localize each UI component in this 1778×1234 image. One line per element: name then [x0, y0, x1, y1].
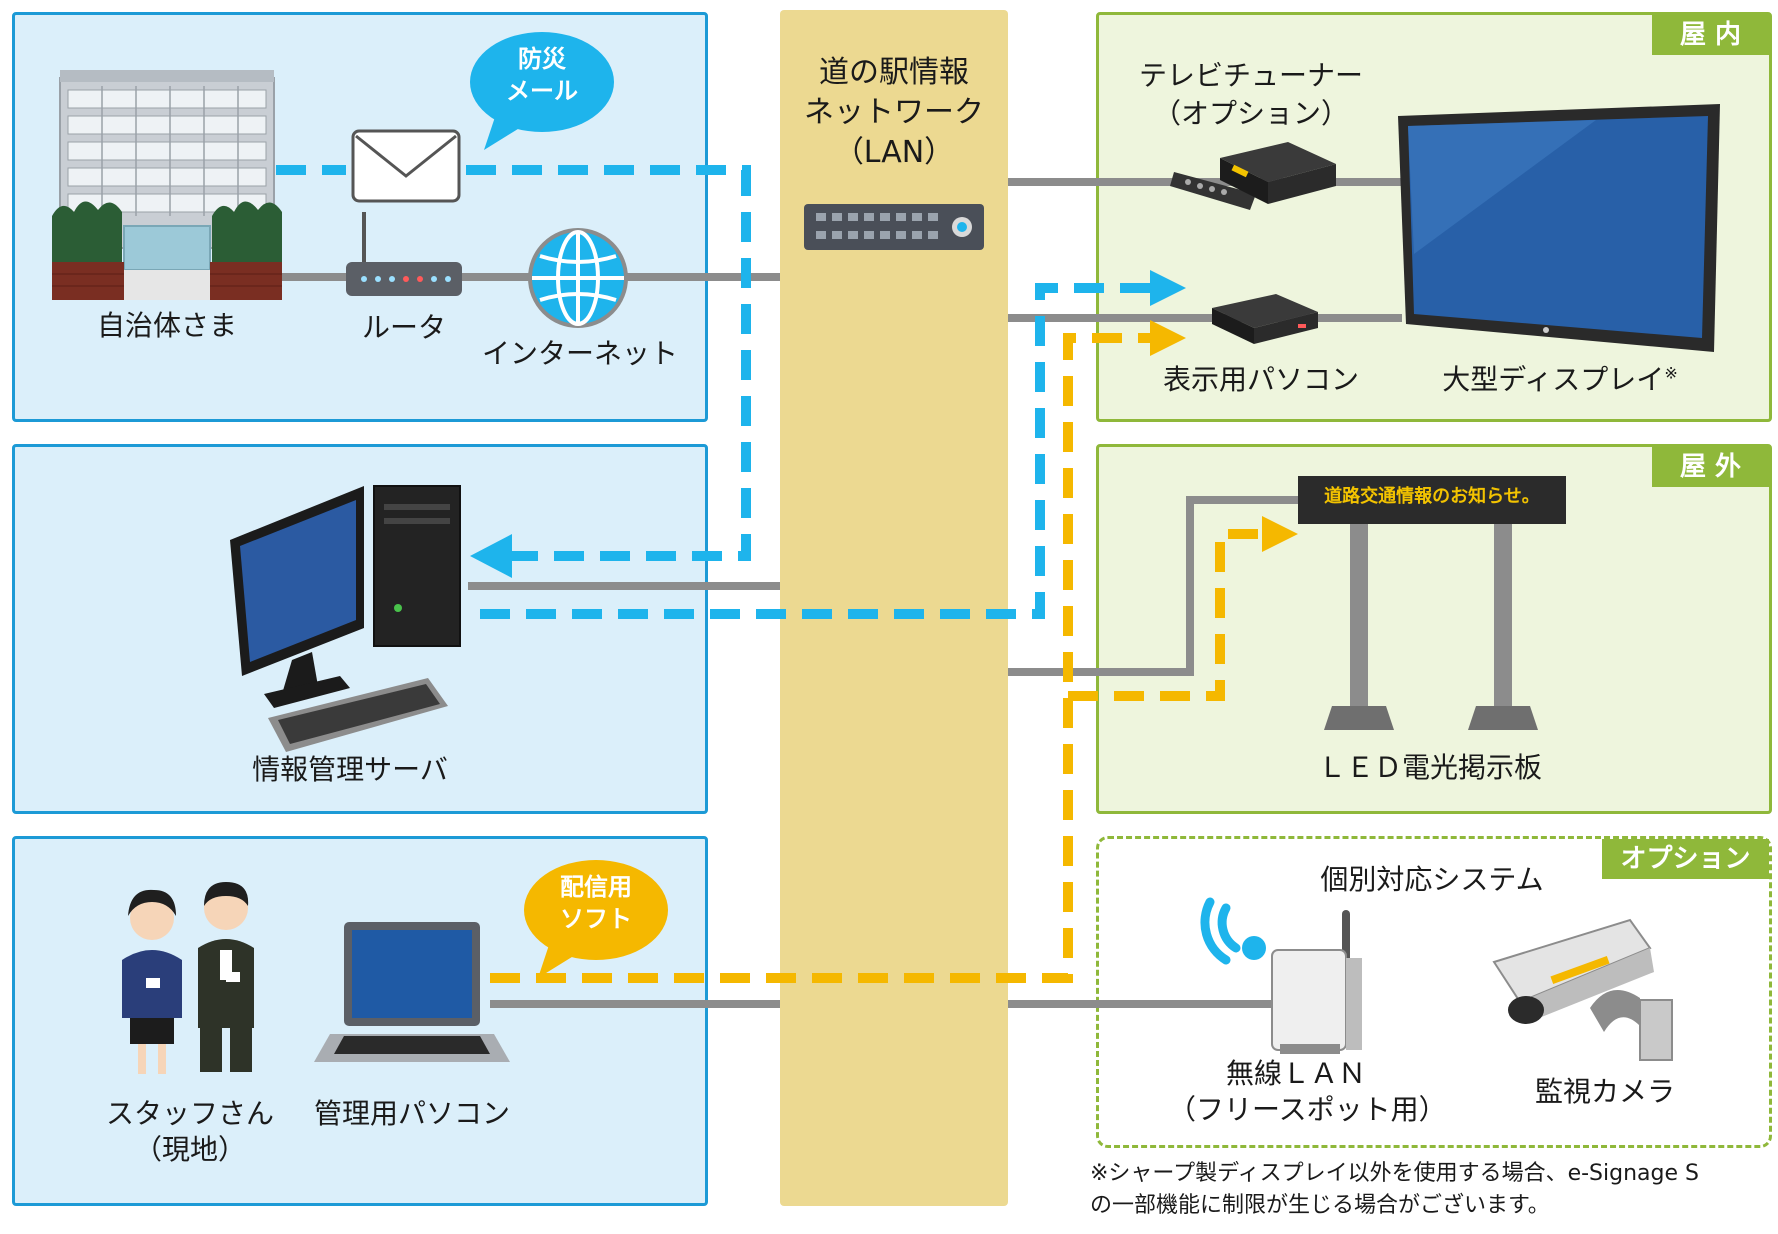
label-tuner-line2: （オプション） [1152, 97, 1349, 130]
label-router: ルータ [361, 311, 446, 344]
label-option-title: 個別対応システム [1320, 863, 1544, 896]
security-camera-icon [1492, 918, 1673, 1061]
label-tuner-line1: テレビチューナー [1138, 59, 1363, 92]
arrow-orange-display [1150, 320, 1186, 356]
dash-laptop-to-display [490, 333, 1152, 983]
lan-title-line3: （LAN） [833, 135, 955, 170]
office-building-icon [52, 70, 282, 300]
label-display-pc: 表示用パソコン [1162, 363, 1359, 396]
bubble-bousai [470, 32, 614, 150]
router-icon [346, 212, 462, 296]
mini-pc-icon [1212, 294, 1318, 344]
label-municipality: 自治体さま [96, 309, 237, 342]
desktop-server-icon [230, 485, 461, 752]
bubble-haishin-line2: ソフト [560, 905, 632, 933]
label-camera: 監視カメラ [1534, 1075, 1675, 1108]
label-staff-line2: （現地） [133, 1133, 246, 1166]
lan-title-line1: 道の駅情報 [819, 55, 969, 90]
dash-server-to-display [480, 283, 1152, 619]
laptop-icon [314, 922, 510, 1062]
bubble-haishin-line1: 配信用 [560, 873, 632, 901]
network-switch-icon [804, 204, 984, 250]
tag-outdoor: 屋 外 [1652, 447, 1769, 487]
arrow-blue-display [1150, 270, 1186, 306]
line-led [1008, 496, 1302, 676]
bubble-bousai-line1: 防災 [518, 45, 566, 73]
label-display-text: 大型ディスプレイ [1442, 363, 1665, 396]
remote-control-icon [1170, 172, 1256, 210]
tag-option: オプション [1602, 839, 1769, 879]
label-internet: インターネット [481, 337, 678, 370]
bubble-haishin [524, 860, 668, 978]
label-led-board: ＬＥＤ電光掲示板 [1317, 751, 1542, 784]
lan-title-line2: ネットワーク [804, 95, 984, 130]
label-display: 大型ディスプレイ※ [1410, 362, 1710, 397]
label-display-mark: ※ [1664, 363, 1678, 383]
panel-option [1096, 836, 1772, 1148]
dash-mail-to-server [466, 165, 751, 561]
tv-tuner-icon [1220, 142, 1336, 204]
arrow-blue-server [470, 534, 512, 578]
tag-indoor: 屋 内 [1652, 15, 1769, 55]
label-admin-pc: 管理用パソコン [313, 1097, 510, 1130]
label-server: 情報管理サーバ [252, 753, 448, 786]
dash-to-led [1068, 529, 1262, 701]
arrow-orange-led [1262, 516, 1298, 552]
staff-people-icon [122, 882, 254, 1074]
footnote-line1: ※シャープ製ディスプレイ以外を使用する場合、e-Signage S [1090, 1161, 1699, 1186]
footnote-line2: の一部機能に制限が生じる場合がございます。 [1090, 1193, 1550, 1218]
label-wifi-line1: 無線ＬＡＮ [1225, 1057, 1366, 1090]
label-wifi-line2: （フリースポット用） [1168, 1093, 1447, 1126]
label-staff-line1: スタッフさん [105, 1097, 274, 1130]
bubble-bousai-line2: メール [506, 77, 578, 105]
large-display-icon [1398, 104, 1720, 352]
mail-envelope-icon [351, 129, 461, 203]
globe-icon [528, 228, 628, 328]
led-signboard-icon [1298, 476, 1566, 730]
wireless-access-point-icon [1271, 910, 1362, 1054]
wifi-signal-icon [1200, 897, 1266, 965]
led-signboard-text: 道路交通情報のお知らせ。 [1324, 486, 1540, 507]
